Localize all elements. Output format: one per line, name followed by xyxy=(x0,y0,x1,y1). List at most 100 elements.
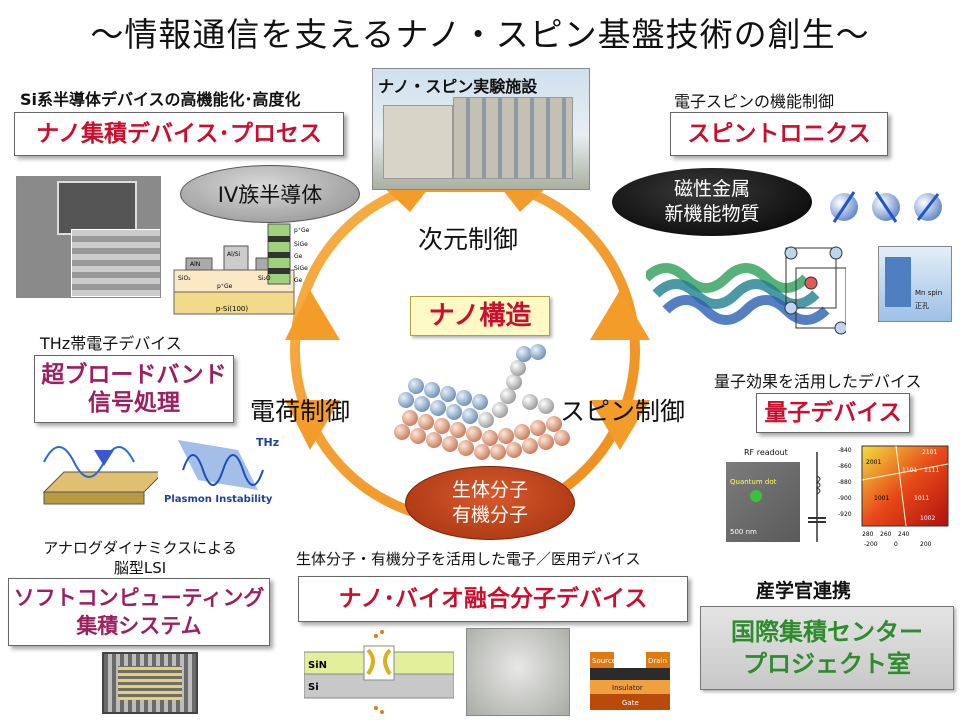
thz-label: THz xyxy=(256,436,279,449)
ge-device-cross-section: p-Si(100) AlN Al/Si SiO₂ Si₂O p⁺Ge p⁺Ge … xyxy=(173,223,310,315)
soft-computing-box: ソフトコンピューティング 集積システム xyxy=(8,578,270,646)
label-sio2: SiO₂ xyxy=(178,275,191,282)
group-iv-semiconductor-oval: IV族半導体 xyxy=(180,165,360,223)
region-1011: 1011 xyxy=(914,495,929,502)
label-psi100: p-Si(100) xyxy=(216,305,248,313)
top-right-caption: 電子スピンの機能制御 xyxy=(674,92,835,111)
chip-core xyxy=(118,666,182,700)
hole-label: 正孔 xyxy=(915,302,929,310)
box-line-1: ソフトコンピューティング xyxy=(13,586,265,610)
industry-academia-caption: 産学官連携 xyxy=(756,580,852,602)
label-si2o: Si₂O xyxy=(258,275,271,282)
bottom-center-caption: 生体分子・有機分子を活用した電子／医用デバイス xyxy=(296,550,641,568)
label-spin-control: スピン制御 xyxy=(560,397,686,426)
source-label: Source xyxy=(592,657,616,665)
oval-line-2: 有機分子 xyxy=(451,504,528,526)
label-sige-2: SiGe xyxy=(294,265,308,272)
device-circuit-layout xyxy=(71,229,160,297)
xtick-2: 260 xyxy=(880,531,892,538)
label-ge-2: Ge xyxy=(294,277,303,284)
box-line-1: 超ブロードバンド xyxy=(41,362,227,388)
region-2101: 2101 xyxy=(922,449,937,456)
sin-label: SiN xyxy=(308,660,327,671)
label-aln: AlN xyxy=(190,261,200,268)
magnetic-metal-oval: 磁性金属新機能物質 xyxy=(612,168,812,236)
plasmon-instability-image: THz Plasmon Instability xyxy=(158,430,288,510)
device-sem-inset xyxy=(57,181,137,235)
xtick-3: 240 xyxy=(898,531,910,538)
si-label: Si xyxy=(308,682,319,693)
oval-line-2: 新機能物質 xyxy=(664,203,760,225)
drain-label: Drain xyxy=(648,657,667,665)
integration-center-box: 国際集積センター プロジェクト室 xyxy=(700,606,954,690)
brain-lsi-chip xyxy=(102,652,198,714)
bio-organic-oval: 生体分子有機分子 xyxy=(405,466,575,540)
thz-device-image xyxy=(42,446,166,505)
arrow-left-up-head xyxy=(285,290,340,340)
charge-stability-diagram: -840 -860 -880 -900 -920 280 260 240 -20… xyxy=(838,445,949,548)
arrow-right-up-head xyxy=(590,290,650,340)
label-pge-2: p⁺Ge xyxy=(294,227,310,234)
device-sem-photo xyxy=(16,176,161,298)
region-1111: 1111 xyxy=(924,467,939,474)
caption-line-2: 脳型LSI xyxy=(113,559,167,577)
xtick-4: -200 xyxy=(864,541,878,548)
quantum-dot-label: Quantum dot xyxy=(730,478,777,486)
mid-left-caption: THz帯電子デバイス xyxy=(40,334,182,353)
gate-label: Gate xyxy=(622,699,639,707)
box-line-1: 国際集積センター xyxy=(731,618,923,646)
mn-spin-bar xyxy=(885,257,911,307)
ytick-1: -840 xyxy=(838,447,852,454)
label-sige-1: SiGe xyxy=(294,241,308,248)
top-left-caption: Si系半導体デバイスの高機能化･高度化 xyxy=(20,90,301,109)
label-charge-control: 電荷制御 xyxy=(250,397,351,426)
nano-structure-image xyxy=(394,344,570,460)
box-line-2: 信号処理 xyxy=(88,390,180,416)
xtick-5: 0 xyxy=(894,541,898,548)
mn-spin-device: Mn spin 正孔 xyxy=(878,246,952,322)
mn-spin-label: Mn spin xyxy=(915,289,943,297)
ytick-4: -900 xyxy=(838,495,852,502)
facility-caption: ナノ・スピン実験施設 xyxy=(378,77,538,96)
region-2001: 2001 xyxy=(866,459,881,466)
mid-right-caption: 量子効果を活用したデバイス xyxy=(714,372,922,391)
building-right xyxy=(453,97,573,179)
oval-line-1: 磁性金属 xyxy=(673,178,750,200)
region-1101: 1101 xyxy=(902,467,917,474)
arrow-left-down-head xyxy=(285,400,340,450)
rf-circuit xyxy=(808,452,826,542)
label-pge-1: p⁺Ge xyxy=(217,283,233,290)
quantum-device-box: 量子デバイス xyxy=(756,393,910,433)
quantum-dot-device: RF readout Quantum dot 500 nm xyxy=(722,442,834,546)
arrow-right-down-head xyxy=(590,400,650,450)
page-title: ～情報通信を支えるナノ・スピン基盤技術の創生～ xyxy=(90,15,870,54)
box-line-2: プロジェクト室 xyxy=(743,650,911,678)
nano-bio-molecular-device-box: ナノ･バイオ融合分子デバイス xyxy=(298,576,688,622)
nanopore-image: SiN Si xyxy=(304,630,454,714)
label-alsi: Al/Si xyxy=(227,251,241,258)
bottom-left-caption: アナログダイナミクスによる 脳型LSI xyxy=(20,538,260,578)
box-line-2: 集積システム xyxy=(76,614,202,638)
caption-line-1: アナログダイナミクスによる xyxy=(43,539,237,557)
building-left xyxy=(383,105,453,179)
nano-integrated-device-box: ナノ集積デバイス･プロセス xyxy=(14,112,344,156)
quantum-dot-marker xyxy=(750,490,762,502)
label-ge-1: Ge xyxy=(294,253,303,260)
scale-label: 500 nm xyxy=(730,528,757,536)
spin-wave-lattice xyxy=(646,246,846,335)
quantum-dot-sem: Quantum dot 500 nm xyxy=(726,462,800,542)
spin-spheres xyxy=(830,191,942,223)
plasmon-label: Plasmon Instability xyxy=(164,494,273,505)
ytick-2: -860 xyxy=(838,463,852,470)
label-dimension-control: 次元制御 xyxy=(418,225,519,254)
broadband-signal-box: 超ブロードバンド 信号処理 xyxy=(34,355,234,423)
region-1002: 1002 xyxy=(920,515,935,522)
xtick-6: 200 xyxy=(920,541,932,548)
region-1001: 1001 xyxy=(874,495,889,502)
micrograph-image xyxy=(466,628,570,716)
rf-readout-label: RF readout xyxy=(744,448,788,457)
nano-structure-label: ナノ構造 xyxy=(410,296,550,336)
insulator-label: Insulator xyxy=(612,684,643,692)
facility-photo: ナノ・スピン実験施設 xyxy=(372,68,590,190)
ytick-5: -920 xyxy=(838,511,852,518)
